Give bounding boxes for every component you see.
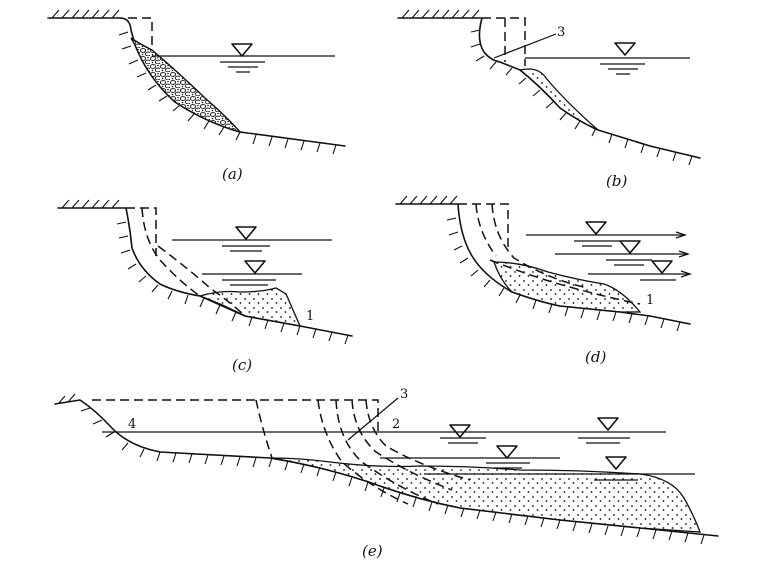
ground-hatching — [51, 9, 337, 155]
panel-label-b: (b) — [606, 172, 627, 190]
deposited-sediment — [197, 287, 302, 327]
collapsed-rock-mass — [130, 37, 243, 134]
water-level-ticks — [600, 63, 645, 75]
panel-label-a: (a) — [222, 165, 243, 183]
original-bank-outline — [458, 203, 509, 252]
water-level-symbol-2 — [619, 240, 641, 254]
panel-c: 1 (c) — [57, 199, 353, 374]
panel-d: 1 (d) — [395, 195, 693, 366]
deposited-sediment — [518, 68, 599, 131]
original-bank-outline — [126, 207, 157, 256]
water-level-symbol — [614, 42, 636, 56]
water-level-ticks — [440, 437, 638, 481]
leader-line-3 — [493, 33, 557, 59]
ground-hatching — [61, 199, 349, 345]
water-level-symbol-2 — [597, 417, 619, 431]
panel-e: 3 2 4 (e) — [54, 387, 719, 560]
collapse-line-1 — [255, 399, 273, 459]
water-level-symbol-lower — [244, 260, 266, 274]
ground-hatching — [57, 393, 705, 545]
callout-3: 3 — [557, 25, 565, 40]
panel-label-c: (c) — [232, 356, 252, 374]
ground-hatching — [399, 195, 681, 332]
original-bank-outline — [128, 17, 153, 48]
collapse-line-2 — [317, 399, 409, 505]
collapse-line-1 — [475, 203, 497, 257]
ground-hatching — [401, 9, 693, 166]
water-level-ticks — [574, 240, 676, 281]
deposited-sediment — [271, 457, 701, 533]
flow-arrows — [675, 231, 693, 278]
callout-2: 2 — [392, 417, 400, 432]
water-level-symbol — [231, 43, 253, 57]
water-level-symbol-4 — [605, 456, 627, 470]
panel-label-d: (d) — [585, 348, 606, 366]
water-level-symbol-1 — [585, 221, 607, 235]
callout-1: 1 — [306, 309, 314, 324]
panel-b: 3 (b) — [397, 9, 701, 190]
callout-3: 3 — [400, 387, 408, 402]
ground-profile — [47, 17, 346, 147]
water-level-symbol-upper — [235, 226, 257, 240]
water-level-symbol-3 — [651, 260, 673, 274]
panel-label-e: (e) — [362, 542, 383, 560]
leader-line-3 — [347, 397, 399, 441]
collapse-line-1 — [141, 207, 201, 297]
callout-1: 1 — [646, 293, 654, 308]
deposited-sediment — [493, 261, 642, 313]
ground-profile — [57, 207, 353, 337]
original-bank-outline — [92, 399, 379, 436]
panel-a: (a) — [47, 9, 346, 183]
original-bank-outline — [482, 17, 526, 66]
water-level-ticks — [222, 245, 276, 286]
water-level-symbol-1 — [449, 424, 471, 438]
water-level-symbol-3 — [496, 445, 518, 459]
water-level-ticks — [220, 61, 265, 73]
callout-4: 4 — [128, 417, 136, 432]
